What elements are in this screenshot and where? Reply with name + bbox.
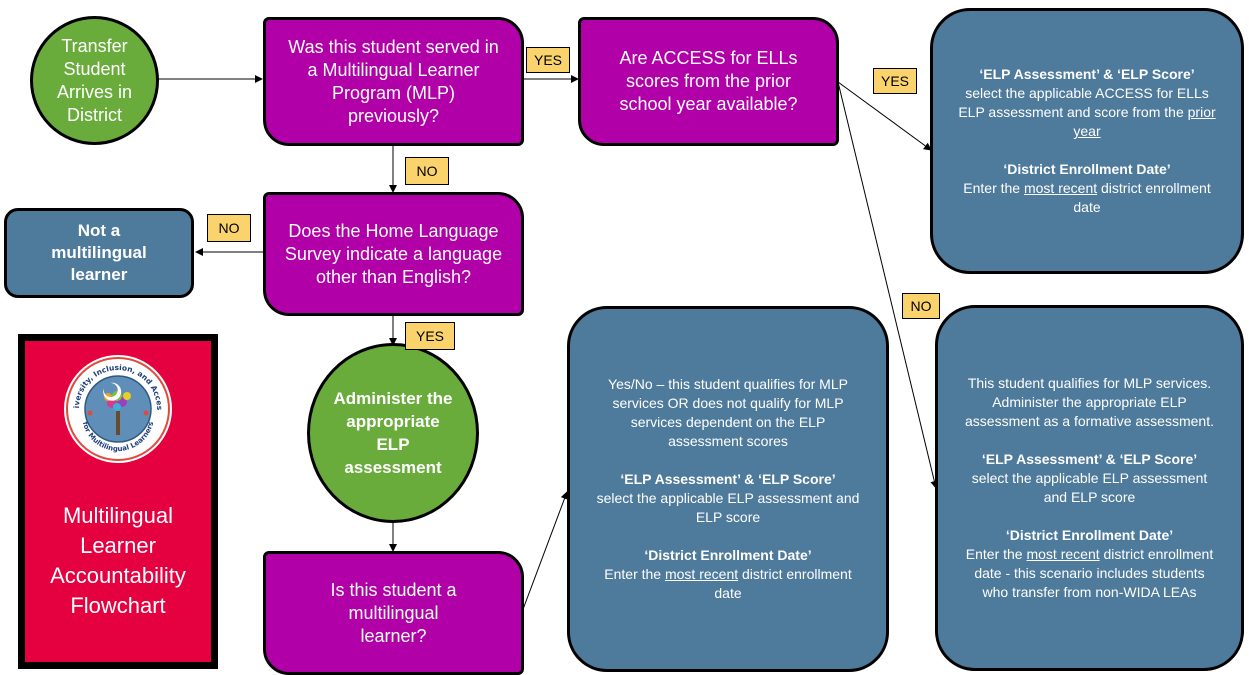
question-mlp-served: Was this student served in a Multilingua…: [263, 17, 524, 146]
question-is-multilingual: Is this student a multilingual learner?: [263, 551, 524, 675]
formative-heading-enrollment: ‘District Enrollment Date’: [1005, 527, 1174, 543]
arrow-access-to-prior: [837, 81, 932, 151]
prior-text-enrollment: Enter the most recent district enrollmen…: [963, 180, 1211, 215]
formative-text-enrollment: Enter the most recent district enrollmen…: [965, 546, 1214, 600]
cover-title-line-4: Flowchart: [70, 593, 166, 618]
yesno-text-enrollment: Enter the most recent district enrollmen…: [604, 566, 852, 601]
question-home-language: Does the Home Language Survey indicate a…: [263, 192, 524, 316]
tag-yes-mlp: YES: [526, 47, 570, 73]
cover-title-line-3: Accountability: [50, 563, 186, 588]
prior-text-assessment: select the applicable ACCESS for ELLs EL…: [958, 85, 1216, 139]
result-not-multilingual-label: Not a multilingual learner: [51, 221, 147, 284]
administer-elp-label: Administer the appropriate ELP assessmen…: [333, 389, 453, 477]
result-prior-year: ‘ELP Assessment’ & ‘ELP Score’ select th…: [930, 8, 1244, 274]
formative-text-assessment: select the applicable ELP assessment and…: [971, 470, 1208, 505]
tag-no-hls: NO: [207, 214, 251, 242]
formative-intro: This student qualifies for MLP services.…: [965, 375, 1214, 429]
yesno-text-assessment: select the applicable ELP assessment and…: [596, 490, 860, 525]
tag-yes-access: YES: [873, 68, 917, 94]
yesno-intro: Yes/No – this student qualifies for MLP …: [608, 376, 848, 449]
tag-no-access: NO: [902, 293, 940, 319]
tag-no-mlp: NO: [405, 157, 449, 185]
start-node: Transfer Student Arrives in District: [30, 16, 159, 145]
yesno-heading-enrollment: ‘District Enrollment Date’: [644, 547, 812, 563]
logo-seal: Diversity, Inclusion, and Access for Mul…: [62, 353, 172, 463]
start-label: Transfer Student Arrives in District: [56, 35, 132, 125]
cover-title-line-2: Learner: [80, 533, 156, 558]
result-not-multilingual: Not a multilingual learner: [4, 208, 194, 298]
result-yes-no: Yes/No – this student qualifies for MLP …: [567, 306, 889, 672]
prior-heading-assessment: ‘ELP Assessment’ & ‘ELP Score’: [979, 66, 1195, 82]
question-access-scores: Are ACCESS for ELLs scores from the prio…: [578, 17, 839, 146]
flowchart-cover: Diversity, Inclusion, and Access for Mul…: [18, 334, 218, 669]
arrow-isml-to-yesno: [521, 491, 569, 613]
question-access-scores-label: Are ACCESS for ELLs scores from the prio…: [619, 48, 798, 114]
yesno-heading-assessment: ‘ELP Assessment’ & ‘ELP Score’: [620, 471, 836, 487]
cover-title: Multilingual Learner Accountability Flow…: [50, 501, 186, 621]
question-home-language-label: Does the Home Language Survey indicate a…: [284, 220, 503, 287]
cover-title-line-1: Multilingual: [62, 503, 174, 528]
prior-heading-enrollment: ‘District Enrollment Date’: [1003, 161, 1171, 177]
arrow-access-to-formative: [837, 81, 939, 489]
result-formative: This student qualifies for MLP services.…: [935, 305, 1244, 671]
question-is-multilingual-label: Is this student a multilingual learner?: [330, 579, 457, 646]
question-mlp-served-label: Was this student served in a Multilingua…: [288, 36, 499, 126]
tag-yes-hls: YES: [405, 322, 455, 350]
administer-elp-node: Administer the appropriate ELP assessmen…: [307, 343, 479, 523]
formative-heading-assessment: ‘ELP Assessment’ & ‘ELP Score’: [981, 451, 1198, 467]
